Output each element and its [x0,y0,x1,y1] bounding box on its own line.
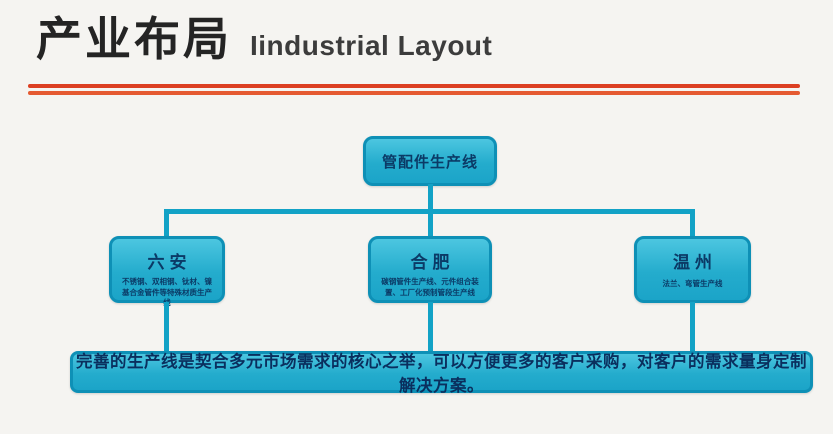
connector-hefei-to-footer [428,302,433,352]
page-title-english: Iindustrial Layout [250,30,493,61]
connector-drop-wenzhou [690,209,695,237]
node-wenzhou: 温州 法兰、弯管生产线 [634,236,751,303]
node-wenzhou-description: 法兰、弯管生产线 [662,279,723,288]
title-underline-bottom [28,91,800,95]
connector-luan-to-footer [164,302,169,352]
connector-root-vertical [428,184,433,211]
root-node-label: 管配件生产线 [381,153,478,171]
node-hefei-label: 合肥 [410,253,455,272]
node-wenzhou-label: 温州 [673,253,717,272]
page-title-chinese: 产业布局 [36,13,232,65]
connector-drop-hefei [428,209,433,237]
node-hefei: 合肥 碳钢管件生产线、元件组合装置、工厂化预制管段生产线 [368,236,492,303]
root-node-pipe-fittings-line: 管配件生产线 [363,136,497,186]
node-luan-label: 六安 [147,253,192,272]
connector-wenzhou-to-footer [690,302,695,352]
node-luan: 六安 不锈钢、双相钢、钛材、镍基合金管件等特殊材质生产线 [109,236,225,307]
node-hefei-description: 碳钢管件生产线、元件组合装置、工厂化预制管段生产线 [381,277,479,297]
page-title: 产业布局 Iindustrial Layout [36,12,492,67]
connector-drop-luan [164,209,169,237]
title-underline-top [28,84,800,88]
footer-banner: 完善的生产线是契合多元市场需求的核心之举，可以方便更多的客户采购，对客户的需求量… [70,351,813,395]
footer-banner-text: 完善的生产线是契合多元市场需求的核心之举，可以方便更多的客户采购，对客户的需求量… [76,353,807,395]
